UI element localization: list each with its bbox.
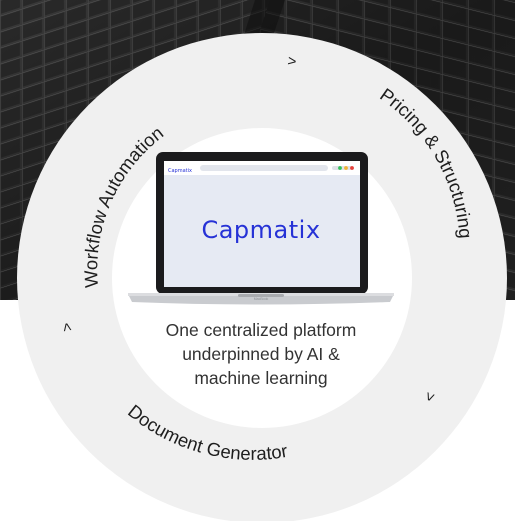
tagline-line-3: machine learning [194,368,328,388]
center-tagline: One centralized platform underpinned by … [120,318,402,390]
laptop-mockup: Capmatix Capmatix MacBook [128,152,394,308]
tagline-line-2: underpinned by AI & [182,344,340,364]
laptop-screen-brand: Capmatix [201,216,321,244]
chevron-top-icon: > [286,52,297,70]
laptop-model-label: MacBook [253,297,269,301]
laptop-browser-brand: Capmatix [168,168,192,174]
laptop-illustration [128,152,394,305]
tagline-line-1: One centralized platform [165,320,357,340]
chevron-left-icon: > [58,321,76,333]
